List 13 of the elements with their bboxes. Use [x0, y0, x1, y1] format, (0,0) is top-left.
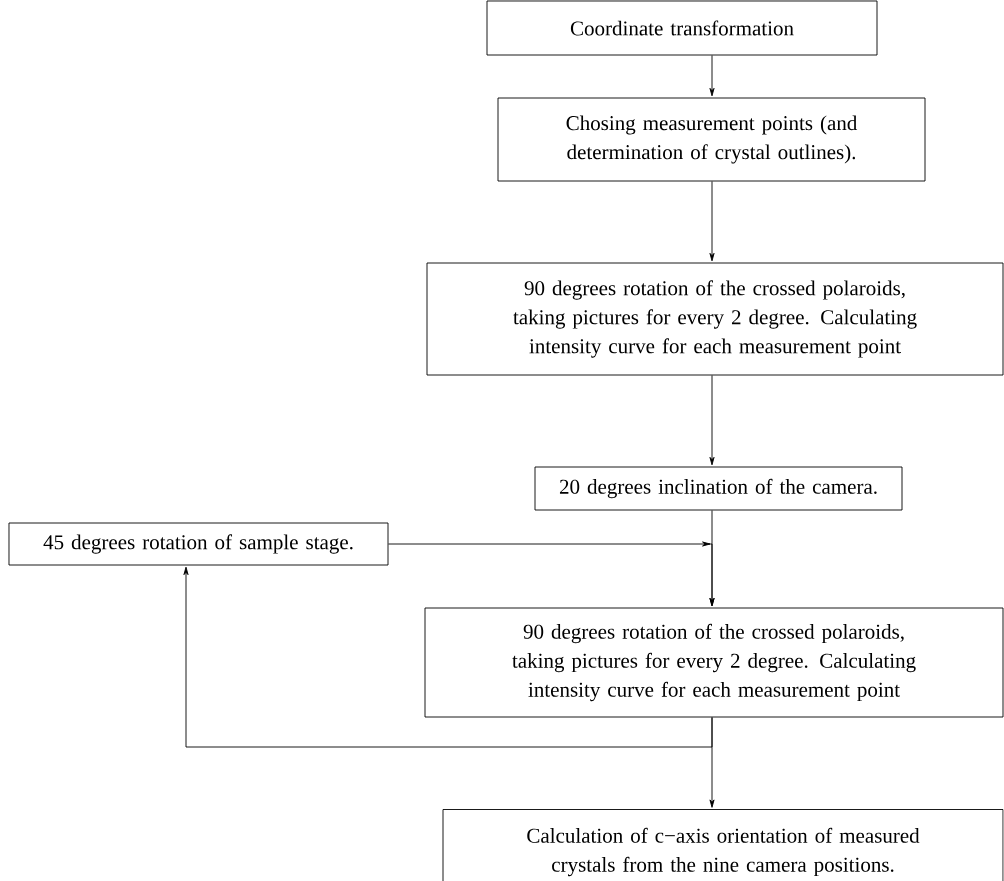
arrow — [183, 566, 713, 748]
arrow — [388, 541, 715, 607]
process-box: Calculation of c−axis orientation of measured crystals from the nine camera positions. — [442, 809, 1004, 881]
arrow — [709, 375, 715, 466]
process-box: 45 degrees rotation of sample stage. — [8, 522, 389, 566]
process-box: 20 degrees inclination of the camera. — [534, 466, 903, 511]
arrow — [709, 717, 715, 808]
process-box: 90 degrees rotation of the crossed polaroids, taking pictures for every 2 degree. Calculating intensity curve for each measurement point — [424, 607, 1004, 718]
process-box: Coordinate transformation — [486, 0, 878, 56]
process-box: Chosing measurement points (and determination of crystal outlines). — [497, 97, 926, 182]
process-box: 90 degrees rotation of the crossed polaroids, taking pictures for every 2 degree. Calculating intensity curve for each measurement point — [426, 262, 1004, 376]
arrow — [709, 55, 715, 97]
arrow — [709, 181, 715, 262]
